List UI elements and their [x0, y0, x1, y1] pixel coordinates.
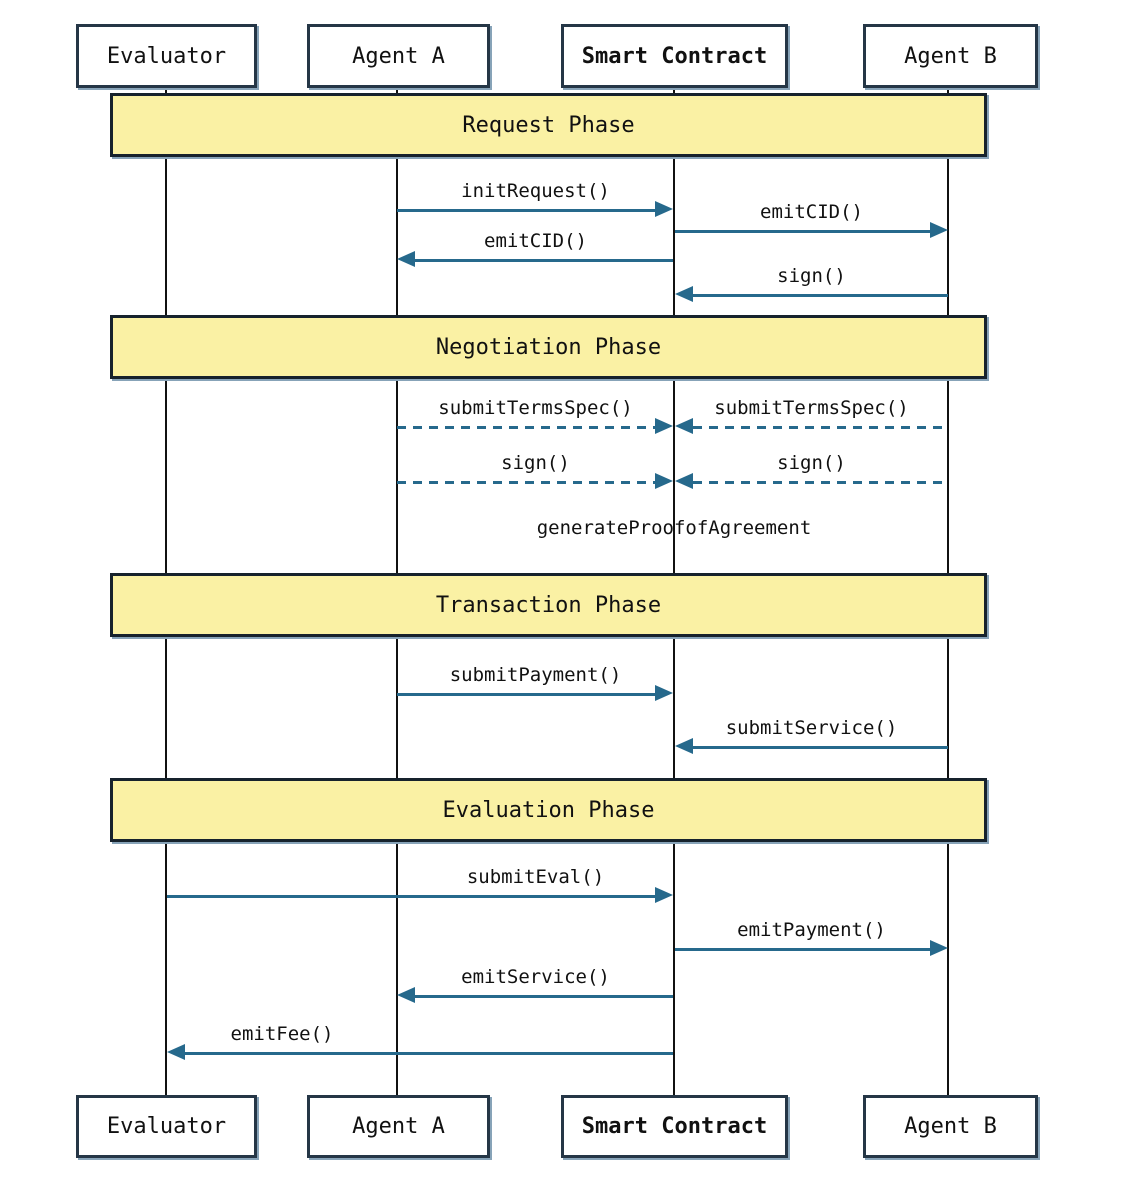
participant-box-agent-b-bottom: Agent B: [863, 1095, 1038, 1158]
arrowhead-emit-cid-b: [930, 222, 948, 238]
arrowhead-submit-payment: [655, 685, 673, 701]
message-label-sign-b: sign(): [777, 452, 846, 474]
participant-box-evaluator-top: Evaluator: [76, 24, 257, 88]
arrowhead-emit-payment: [930, 940, 948, 956]
participant-box-agent-a-bottom: Agent A: [307, 1095, 490, 1158]
arrowhead-sign-a: [655, 473, 673, 489]
message-label-emit-fee: emitFee(): [230, 1023, 334, 1045]
message-label-init-request: initRequest(): [461, 180, 610, 202]
message-label-terms-a: submitTermsSpec(): [438, 397, 633, 419]
arrow-sign-b: [693, 481, 948, 484]
arrow-emit-cid-b: [675, 230, 930, 233]
message-label-submit-payment: submitPayment(): [449, 664, 622, 686]
arrowhead-terms-b: [675, 418, 693, 434]
phase-band-transaction: Transaction Phase: [110, 573, 987, 637]
arrow-emit-service: [415, 995, 673, 998]
arrowhead-submit-eval: [655, 887, 673, 903]
message-label-sign-a: sign(): [501, 452, 570, 474]
arrowhead-terms-a: [655, 418, 673, 434]
arrowhead-submit-service: [675, 738, 693, 754]
arrow-init-request: [397, 209, 655, 212]
arrow-terms-a: [397, 426, 655, 429]
message-label-sign-request: sign(): [777, 265, 846, 287]
participant-box-agent-b-top: Agent B: [863, 24, 1038, 88]
message-label-emit-cid-b: emitCID(): [760, 201, 863, 223]
participant-box-agent-a-top: Agent A: [307, 24, 490, 88]
arrow-terms-b: [693, 426, 948, 429]
note-generate-proof-of-agreement: generateProofofAgreement: [536, 517, 812, 539]
phase-band-evaluation: Evaluation Phase: [110, 778, 987, 842]
arrow-emit-cid-a: [415, 259, 673, 262]
arrow-emit-fee: [183, 1052, 673, 1055]
participant-box-smart-contract-top: Smart Contract: [561, 24, 788, 88]
arrowhead-init-request: [655, 201, 673, 217]
participant-box-smart-contract-bottom: Smart Contract: [561, 1095, 788, 1158]
message-label-emit-payment: emitPayment(): [737, 919, 886, 941]
message-label-submit-service: submitService(): [725, 717, 898, 739]
arrow-sign-request: [693, 294, 948, 297]
arrow-submit-service: [693, 746, 948, 749]
arrow-emit-payment: [675, 948, 930, 951]
message-label-submit-eval: submitEval(): [466, 866, 605, 888]
arrowhead-sign-b: [675, 473, 693, 489]
phase-band-request: Request Phase: [110, 93, 987, 157]
arrowhead-emit-service: [397, 987, 415, 1003]
arrow-submit-payment: [397, 693, 655, 696]
arrowhead-emit-fee: [167, 1044, 185, 1060]
message-label-emit-cid-a: emitCID(): [484, 230, 587, 252]
message-label-terms-b: submitTermsSpec(): [714, 397, 909, 419]
message-label-emit-service: emitService(): [461, 966, 610, 988]
arrow-submit-eval: [167, 895, 655, 898]
arrowhead-emit-cid-a: [397, 251, 415, 267]
phase-band-negotiation: Negotiation Phase: [110, 315, 987, 379]
participant-box-evaluator-bottom: Evaluator: [76, 1095, 257, 1158]
arrowhead-sign-request: [675, 286, 693, 302]
arrow-sign-a: [397, 481, 655, 484]
